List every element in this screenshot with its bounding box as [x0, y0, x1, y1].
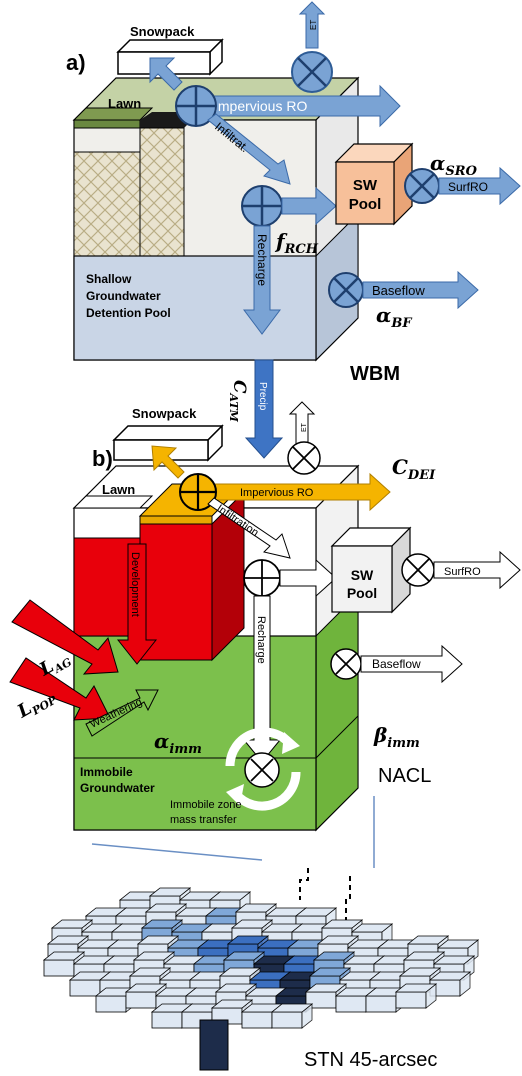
baseflow-b-label: Baseflow: [372, 657, 421, 671]
development-label: Development: [129, 552, 141, 617]
panel-b-label: b): [92, 446, 113, 471]
snowpack-b-label: Snowpack: [132, 406, 197, 421]
transfer-label-2: mass transfer: [170, 814, 237, 826]
precip-link: Precip CATM: [227, 360, 282, 458]
snowpack-label: Snowpack: [130, 24, 195, 39]
surfro-b-label: SurfRO: [444, 566, 481, 578]
impervious-ro-label: Impervious RO: [214, 98, 307, 114]
pool-label-2: Groundwater: [86, 289, 161, 303]
outlet-cell: [200, 1020, 228, 1070]
pool-label-1: Shallow: [86, 272, 132, 286]
panel-b: b) Snowpack Lawn: [10, 402, 520, 868]
et-b-sink-icon: [288, 442, 320, 474]
recharge-b-junction-icon: [244, 560, 280, 596]
sw-pool-label-2: Pool: [349, 196, 382, 213]
lawn-b-label: Lawn: [102, 482, 135, 497]
grid-connector-dashed: [300, 868, 308, 900]
pool-label-3: Detention Pool: [86, 306, 171, 320]
sw-pool-b-label-1: SW: [351, 567, 374, 583]
beta-imm-symbol: βimm: [373, 723, 420, 751]
alpha-bf-symbol: αBF: [376, 303, 412, 331]
lawn-label: Lawn: [108, 96, 141, 111]
panel-c: c) STN 45-arcsec: [44, 868, 478, 1071]
surfro-b-sink-icon: [402, 554, 434, 586]
impervious-ro-b-label: Impervious RO: [240, 487, 314, 499]
recharge-junction-icon: [242, 186, 282, 226]
baseflow-label: Baseflow: [372, 283, 425, 298]
sw-pool-label-1: SW: [353, 177, 378, 194]
sw-pool-b-label-2: Pool: [347, 585, 377, 601]
recharge-label: Recharge: [255, 234, 269, 286]
panel-a: a) Snowpack Lawn: [66, 2, 520, 385]
grid-connector-dashed-2: [346, 876, 350, 920]
et-sink-icon: [292, 52, 332, 92]
surfro-sink-icon: [405, 169, 439, 203]
c-dei-symbol: CDEI: [392, 455, 436, 483]
recharge-b-label: Recharge: [255, 616, 267, 664]
snowpack-block: [118, 40, 222, 74]
transfer-label-1: Immobile zone: [170, 799, 242, 811]
nacl-label: NACL: [378, 765, 431, 787]
et-b-label: ET: [301, 422, 308, 432]
wbm-label: WBM: [350, 363, 400, 385]
grid-caption: STN 45-arcsec: [304, 1049, 437, 1071]
et-label: ET: [309, 20, 318, 30]
c-atm-symbol: CATM: [227, 380, 249, 423]
grid-cell: [396, 984, 436, 1008]
immobile-label-1: Immobile: [80, 765, 133, 779]
stream-network-grid: [44, 888, 478, 1070]
surfro-label: SurfRO: [448, 180, 488, 194]
precip-label: Precip: [257, 382, 268, 411]
grid-cell: [272, 1004, 312, 1028]
baseflow-sink-icon: [329, 273, 363, 307]
immobile-label-2: Groundwater: [80, 781, 155, 795]
baseflow-b-sink-icon: [331, 649, 361, 679]
panel-a-label: a): [66, 50, 86, 75]
alpha-sro-symbol: αSRO: [430, 151, 478, 179]
